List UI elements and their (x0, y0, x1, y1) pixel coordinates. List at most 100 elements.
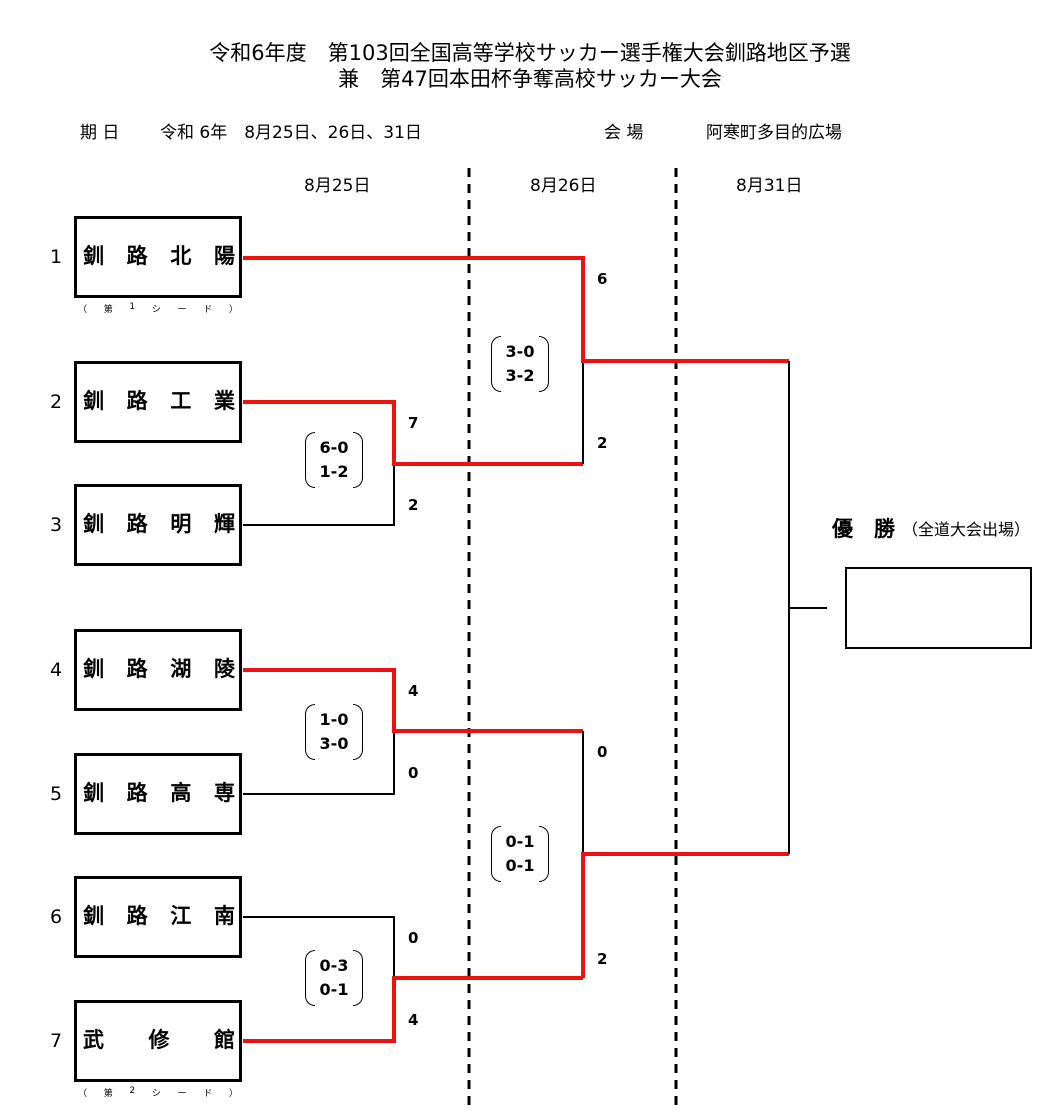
seed-note-char: シ (151, 1089, 161, 1099)
seed-number-7: 7 (50, 1030, 63, 1052)
venue-label: 会 場 (604, 123, 644, 143)
half2-score: 1-2 (319, 462, 349, 481)
seed-note-char: ー (177, 1089, 187, 1099)
title-line2: 兼 第47回本田杯争奪高校サッカー大会 (338, 67, 722, 91)
team-char: 北 (170, 244, 192, 268)
team-char: 輝 (213, 512, 235, 536)
seed-number-3: 3 (50, 514, 63, 536)
team-char: 湖 (170, 657, 192, 681)
half1-score: 6-0 (319, 438, 349, 457)
seed-number-2: 2 (50, 391, 63, 413)
round-date-2: 8月26日 (530, 176, 597, 196)
team-char: 路 (126, 244, 148, 268)
score-r1b-bottom: 0 (408, 764, 419, 782)
team-char: 釧 (83, 389, 104, 413)
half2-score: 3-0 (319, 734, 349, 753)
seed-number-4: 4 (50, 659, 63, 681)
halftime-scores-r2a: 3-0 3-2 (491, 336, 549, 392)
seed-note-char: 第 (103, 1089, 113, 1099)
halftime-scores-r2b: 0-1 0-1 (491, 826, 549, 882)
team-name: 釧 路 江 南 (83, 903, 235, 929)
seed-note-char: シ (151, 305, 161, 315)
team-char: 釧 (83, 904, 104, 928)
team-name: 釧 路 明 輝 (83, 511, 235, 537)
venue-value: 阿寒町多目的広場 (706, 123, 842, 143)
team-char: 南 (213, 904, 235, 928)
date-value: 令和 6年 8月25日、26日、31日 (160, 123, 422, 143)
seed-number-6: 6 (50, 906, 63, 928)
team-box-2: 釧 路 工 業 (74, 361, 242, 443)
team-box-5: 釧 路 高 専 (74, 753, 242, 835)
seed-note-2: （ 第 2 シ ー ド ） (74, 1086, 242, 1099)
team-box-4: 釧 路 湖 陵 (74, 629, 242, 711)
team-name: 釧 路 高 専 (83, 780, 235, 806)
seed-number-5: 5 (50, 783, 63, 805)
team-name: 釧 路 工 業 (83, 388, 235, 414)
team-char: 釧 (83, 512, 104, 536)
halftime-scores-r1a: 6-0 1-2 (305, 432, 363, 488)
seed-note-char: （ (78, 1089, 88, 1099)
seed-note-1: （ 第 1 シ ー ド ） (74, 302, 242, 315)
team-char: 陽 (213, 244, 235, 268)
team-char: 路 (126, 781, 148, 805)
round-date-1: 8月25日 (304, 176, 371, 196)
date-label: 期 日 (80, 123, 120, 143)
score-r1c-top: 0 (408, 929, 419, 947)
seed-note-char: ） (228, 1089, 238, 1099)
halftime-scores-r1c: 0-3 0-1 (305, 950, 363, 1006)
seed-note-char: 1 (129, 302, 136, 312)
team-box-1: 釧 路 北 陽 (74, 216, 242, 298)
score-r2b-top: 0 (597, 743, 608, 761)
team-char: 業 (213, 389, 235, 413)
champion-label: 優 勝 (832, 517, 895, 541)
title-line1: 令和6年度 第103回全国高等学校サッカー選手権大会釧路地区予選 (209, 41, 851, 65)
team-char: 路 (126, 389, 148, 413)
team-name: 釧 路 北 陽 (83, 243, 235, 269)
team-char: 明 (170, 512, 192, 536)
seed-note-char: 第 (103, 305, 113, 315)
seed-note-char: （ (78, 305, 88, 315)
team-char: 専 (213, 781, 235, 805)
team-char: 路 (126, 904, 148, 928)
score-r2b-bottom: 2 (597, 950, 608, 968)
half1-score: 1-0 (319, 710, 349, 729)
champion-box (845, 567, 1032, 649)
team-char: 釧 (83, 657, 104, 681)
team-char: 武 (83, 1028, 104, 1052)
team-char: 釧 (83, 244, 104, 268)
score-r1c-bottom: 4 (408, 1011, 419, 1029)
team-char: 釧 (83, 781, 104, 805)
team-char: 館 (214, 1028, 235, 1052)
half2-score: 0-1 (505, 856, 535, 875)
half2-score: 3-2 (505, 366, 535, 385)
score-r2a-bottom: 2 (597, 434, 608, 452)
team-char: 陵 (213, 657, 235, 681)
half1-score: 0-3 (319, 956, 349, 975)
team-char: 江 (170, 904, 192, 928)
champion-note: （全道大会出場） (902, 520, 1031, 539)
seed-note-char: ） (228, 305, 238, 315)
seed-note-char: ド (203, 1089, 213, 1099)
team-name: 武 修 館 (83, 1027, 235, 1053)
team-char: 工 (170, 389, 192, 413)
team-name: 釧 路 湖 陵 (83, 656, 235, 682)
half1-score: 0-1 (505, 832, 535, 851)
seed-note-char: ー (177, 305, 187, 315)
half2-score: 0-1 (319, 980, 349, 999)
team-box-3: 釧 路 明 輝 (74, 484, 242, 566)
seed-note-char: ド (203, 305, 213, 315)
halftime-scores-r1b: 1-0 3-0 (305, 704, 363, 760)
score-r1a-bottom: 2 (408, 496, 419, 514)
round-date-3: 8月31日 (736, 176, 803, 196)
seed-number-1: 1 (50, 246, 63, 268)
team-char: 路 (126, 512, 148, 536)
team-char: 修 (148, 1028, 170, 1052)
half1-score: 3-0 (505, 342, 535, 361)
team-box-7: 武 修 館 (74, 1000, 242, 1082)
seed-note-char: 2 (129, 1086, 136, 1096)
team-box-6: 釧 路 江 南 (74, 876, 242, 958)
score-r1b-top: 4 (408, 682, 419, 700)
score-r1a-top: 7 (408, 414, 419, 432)
team-char: 路 (126, 657, 148, 681)
